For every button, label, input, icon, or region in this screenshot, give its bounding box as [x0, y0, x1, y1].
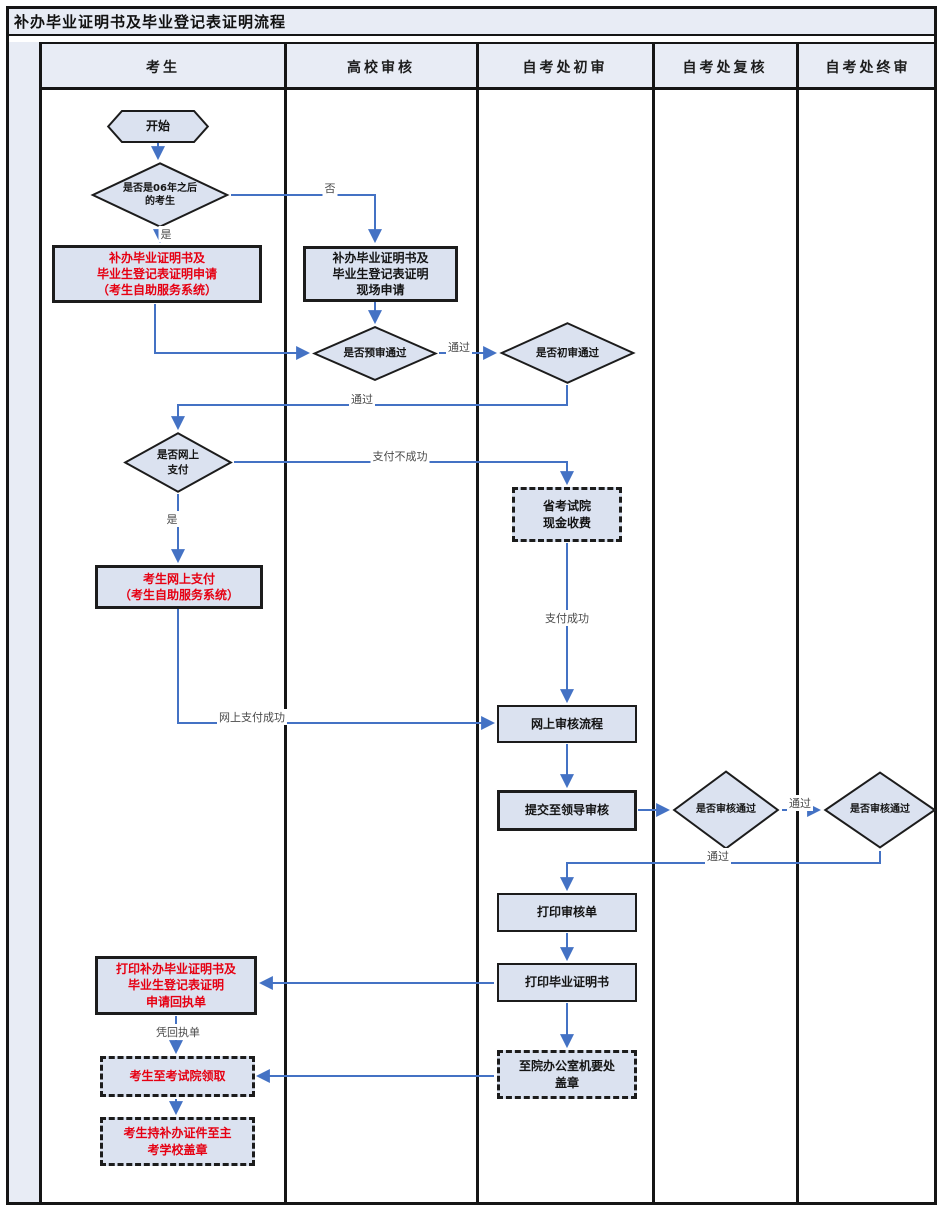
edge-label-pass: 通过	[787, 795, 813, 811]
edge-label-yes: 是	[158, 226, 174, 242]
office-seal-box: 至院办公室机要处 盖章	[497, 1050, 637, 1099]
lane-divider	[476, 42, 479, 1202]
lane-divider	[652, 42, 655, 1202]
school-seal-box: 考生持补办证件至主 考学校盖章	[100, 1117, 255, 1166]
lane-divider	[39, 42, 42, 1202]
pay-online-box: 考生网上支付 （考生自助服务系统）	[95, 565, 263, 609]
online-review-box: 网上审核流程	[497, 705, 637, 743]
decision-recheck: 是否审核通过	[672, 770, 780, 850]
edge-label-pass: 通过	[705, 848, 731, 864]
edge-label-with-receipt: 凭回执单	[154, 1024, 202, 1040]
cash-payment-box: 省考试院 现金收费	[512, 487, 622, 542]
edge-label-pass: 通过	[446, 339, 472, 355]
edge-label-yes: 是	[164, 511, 180, 527]
lane-header-university: 高校审核	[347, 60, 415, 76]
print-review-form-box: 打印审核单	[497, 893, 637, 932]
left-margin-column	[9, 42, 39, 1202]
start-node: 开始	[105, 110, 211, 143]
lane-divider	[796, 42, 799, 1202]
decision-pre-review: 是否预审通过	[312, 326, 438, 381]
decision-initial-review: 是否初审通过	[499, 322, 636, 384]
title-bar: 补办毕业证明书及毕业登记表证明流程	[9, 9, 934, 36]
outer-border	[6, 6, 937, 1205]
edge-label-pay-fail: 支付不成功	[370, 448, 430, 464]
lane-header-recheck: 自考处复核	[682, 60, 768, 76]
submit-leader-box: 提交至领导审核	[497, 790, 637, 831]
lane-header-initial-review: 自考处初审	[522, 60, 608, 76]
lane-header-strip	[9, 42, 934, 90]
edge-label-no: 否	[322, 180, 338, 196]
lane-header-final-review: 自考处终审	[825, 60, 911, 76]
print-certificate-box: 打印毕业证明书	[497, 963, 637, 1002]
decision-online-payment: 是否网上 支付	[123, 432, 233, 493]
collect-at-institute-box: 考生至考试院领取	[100, 1056, 255, 1097]
apply-online-box: 补办毕业证明书及 毕业生登记表证明申请 （考生自助服务系统）	[52, 245, 262, 303]
lane-divider	[284, 42, 287, 1202]
print-receipt-box: 打印补办毕业证明书及 毕业生登记表证明 申请回执单	[95, 956, 257, 1015]
diagram-title: 补办毕业证明书及毕业登记表证明流程	[14, 13, 287, 31]
decision-final-check: 是否审核通过	[823, 771, 937, 849]
apply-onsite-box: 补办毕业证明书及 毕业生登记表证明 现场申请	[303, 246, 458, 302]
lane-header-candidate: 考生	[146, 60, 180, 76]
edge-label-pay-online-ok: 网上支付成功	[217, 709, 287, 725]
decision-after-2006: 是否是06年之后 的考生	[90, 162, 230, 228]
edge-label-pass: 通过	[349, 391, 375, 407]
edge-label-pay-ok: 支付成功	[543, 610, 591, 626]
